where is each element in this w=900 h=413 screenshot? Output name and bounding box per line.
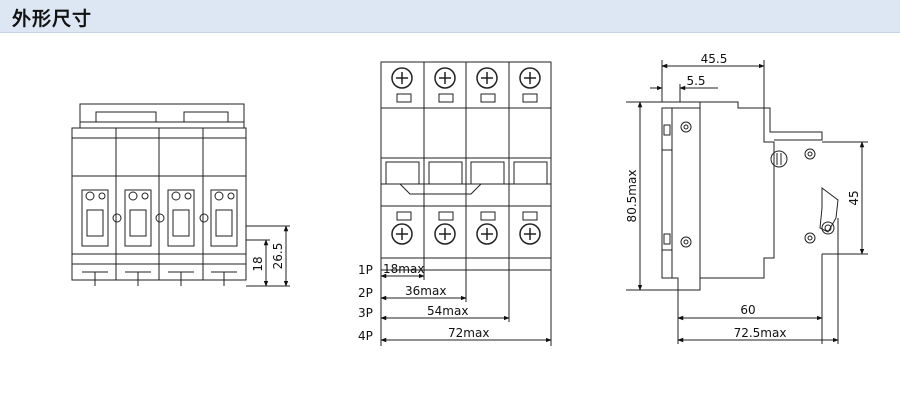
pole-2p-label: 2P <box>358 286 373 300</box>
dim-4p-label: 72max <box>448 326 489 340</box>
dim-26-label: 26.5 <box>271 243 285 270</box>
pole-3p-label: 3P <box>358 306 373 320</box>
dim-1p-label: 18max <box>383 262 424 276</box>
dim-72-5-label: 72.5max <box>734 326 787 340</box>
side-view-drawing <box>626 60 868 344</box>
terminal-screws-bottom <box>391 223 541 245</box>
section-title: 外形尺寸 <box>12 8 93 30</box>
top-cap <box>79 103 245 129</box>
side-body <box>661 101 775 291</box>
front-view-drawing <box>71 103 290 287</box>
section-header: 外形尺寸 <box>0 0 900 33</box>
dim-18-label: 18 <box>251 256 265 271</box>
dim-45-5-label: 45.5 <box>701 52 728 66</box>
dim-45-label: 45 <box>847 190 861 205</box>
front-module-drawing <box>380 61 552 346</box>
dim-2p-label: 36max <box>405 284 446 298</box>
dim-80-5-label: 80.5max <box>625 170 639 223</box>
pole-4p-label: 4P <box>358 329 373 343</box>
dim-3p-label: 54max <box>427 304 468 318</box>
dim-5-5-label: 5.5 <box>686 74 705 88</box>
pole-1p-label: 1P <box>358 263 373 277</box>
front-pole-modules <box>81 189 238 286</box>
dim-60-label: 60 <box>740 303 755 317</box>
terminal-screws-top <box>391 67 541 89</box>
